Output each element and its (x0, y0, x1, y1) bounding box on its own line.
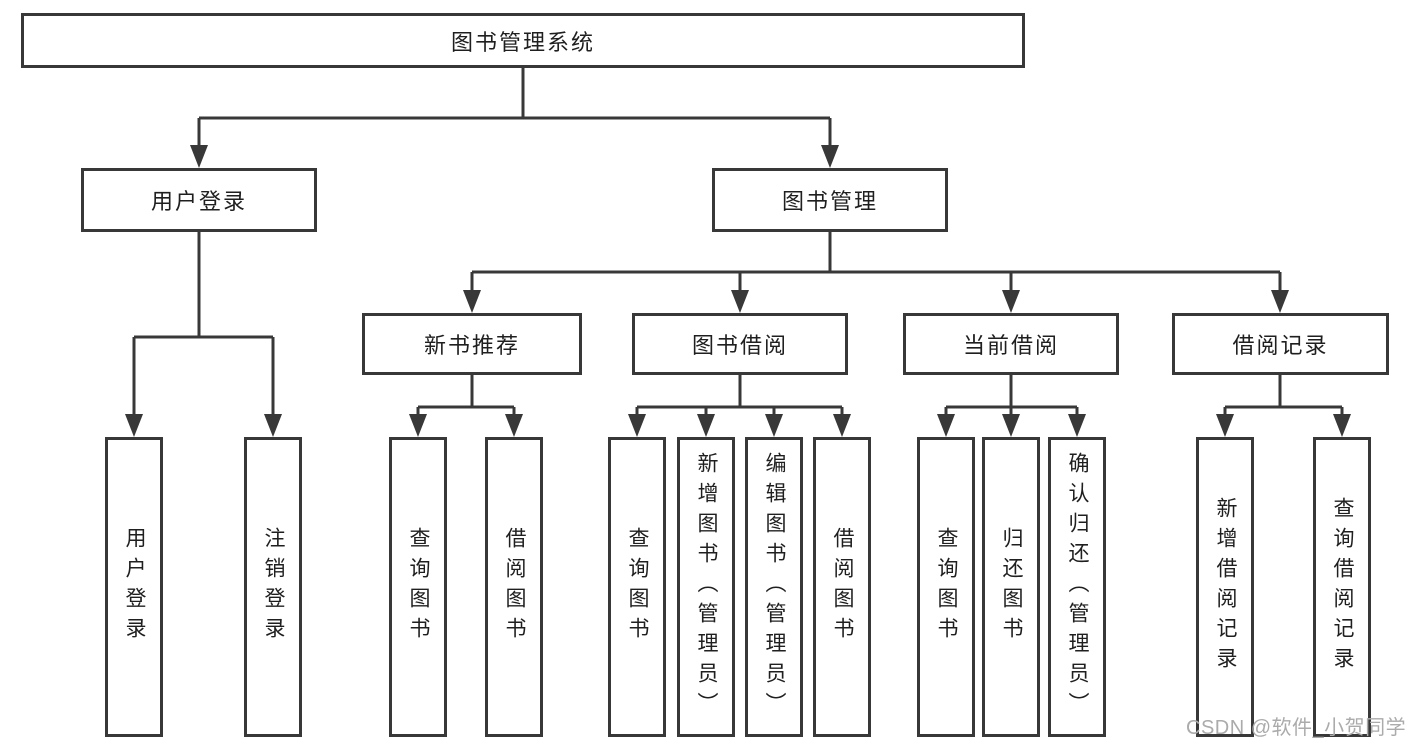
node-label: 图书管理系统 (450, 29, 595, 55)
node-query-books-borrowing: 查询图书 (608, 437, 666, 737)
node-query-books-current: 查询图书 (917, 437, 975, 737)
connector-arrowheads (125, 145, 1351, 437)
node-user-login: 用户登录 (81, 168, 317, 232)
node-return-books: 归还图书 (982, 437, 1040, 737)
node-borrowing-records: 借阅记录 (1172, 313, 1389, 375)
csdn-watermark: CSDN @软件_小贺同学 (1186, 717, 1405, 739)
node-add-borrow-record: 新增借阅记录 (1196, 437, 1254, 737)
node-new-book-recommendation: 新书推荐 (362, 313, 582, 375)
connector-stems (132, 68, 1344, 418)
node-book-management: 图书管理 (712, 168, 948, 232)
node-library-management-system: 图书管理系统 (21, 13, 1025, 68)
node-borrow-books-recommend: 借阅图书 (485, 437, 543, 737)
node-borrow-books-leaf: 借阅图书 (813, 437, 871, 737)
node-query-books-recommend: 查询图书 (389, 437, 447, 737)
node-confirm-return-admin: 确认归还（管理员） (1048, 437, 1106, 737)
node-label: 图书管理 (781, 189, 878, 214)
node-user-login-leaf: 用户登录 (105, 437, 163, 737)
node-label: 借阅记录 (1232, 333, 1329, 358)
node-label: 当前借阅 (962, 333, 1059, 358)
node-logout-leaf: 注销登录 (244, 437, 302, 737)
node-label: 新书推荐 (423, 333, 520, 358)
node-edit-books-admin: 编辑图书（管理员） (745, 437, 803, 737)
node-book-borrowing: 图书借阅 (632, 313, 848, 375)
node-query-borrow-record: 查询借阅记录 (1313, 437, 1371, 737)
node-add-books-admin: 新增图书（管理员） (677, 437, 735, 737)
node-label: 图书借阅 (691, 333, 788, 358)
node-current-borrowing: 当前借阅 (903, 313, 1119, 375)
node-label: 用户登录 (150, 189, 247, 214)
